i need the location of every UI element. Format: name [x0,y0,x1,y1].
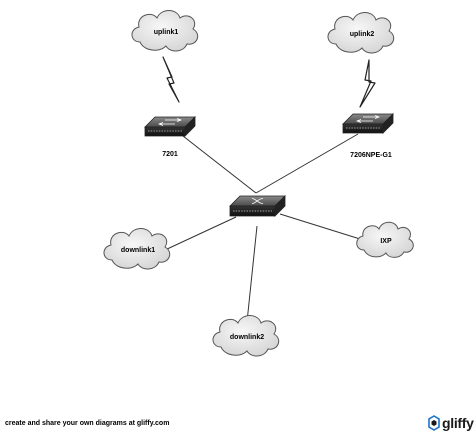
link-switch-downlink2 [246,225,258,323]
link-switch-ixp [279,213,361,240]
cloud-icon [212,315,280,357]
connections [164,133,361,323]
node-label: 7206NPE-G1 [350,152,392,159]
link-7201-switch [182,135,257,194]
cloud-icon [327,12,395,54]
cloud-label: downlink1 [121,247,155,254]
cloud-uplink1[interactable]: uplink1 [131,10,199,52]
gliffy-logo[interactable]: gliffy [428,414,474,432]
cloud-label: uplink1 [154,29,179,36]
link-7206-switch [255,133,359,194]
cloud-label: uplink2 [350,31,375,38]
wan-link-bolt-left [162,56,180,103]
gliffy-logo-text: gliffy [442,415,474,431]
router-7206npe-g1[interactable]: 7206NPE-G1 [342,113,394,159]
cloud-downlink1[interactable]: downlink1 [103,228,171,270]
gliffy-logo-icon [428,415,440,431]
cloud-icon [356,221,414,258]
cloud-icon [131,10,199,52]
cloud-label: IXP [380,238,392,245]
link-switch-downlink1 [164,216,237,251]
switch-core[interactable] [229,195,286,217]
cloud-uplink2[interactable]: uplink2 [327,12,395,54]
footer-tagline[interactable]: create and share your own diagrams at gl… [5,420,170,427]
wan-link-bolt-right [359,59,376,108]
cloud-label: downlink2 [230,334,264,341]
router-7201[interactable]: 7201 [144,116,196,158]
cloud-icon [103,228,171,270]
cloud-ixp[interactable]: IXP [356,221,414,258]
cloud-downlink2[interactable]: downlink2 [212,315,280,357]
node-label: 7201 [162,151,178,158]
